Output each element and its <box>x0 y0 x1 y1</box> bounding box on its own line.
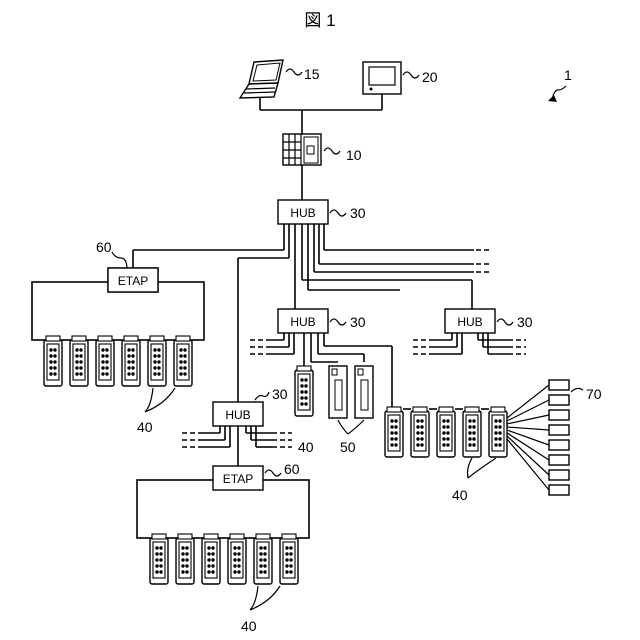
hub-right-text: HUB <box>457 315 482 329</box>
label-modules: 50 <box>340 439 356 455</box>
hub-lower-text: HUB <box>225 408 250 422</box>
label-hub-lower: 30 <box>272 386 288 402</box>
hub-mid-text: HUB <box>290 315 315 329</box>
hub-main-text: HUB <box>290 206 315 220</box>
controller-icon <box>283 134 321 165</box>
figure-title: 図 1 <box>304 11 335 30</box>
label-hub-main: 30 <box>350 205 366 221</box>
io-group-right <box>385 407 507 457</box>
device-group <box>549 380 569 495</box>
device-wires <box>507 385 549 490</box>
label-io-right: 40 <box>452 487 468 503</box>
monitor-icon <box>363 62 401 94</box>
label-controller: 10 <box>346 147 362 163</box>
label-io-single: 40 <box>298 439 314 455</box>
label-hub-right: 30 <box>517 314 533 330</box>
io-group-lower <box>150 534 298 584</box>
io-group-upper <box>44 336 192 386</box>
io-single <box>295 366 313 416</box>
label-etap-upper: 60 <box>96 239 112 255</box>
label-io-lower: 40 <box>241 618 257 634</box>
module-group <box>329 366 373 418</box>
laptop-icon <box>240 60 283 98</box>
label-monitor: 20 <box>422 69 438 85</box>
label-devices: 70 <box>586 386 602 402</box>
label-hub-mid: 30 <box>350 314 366 330</box>
label-system: 1 <box>564 67 572 83</box>
label-laptop: 15 <box>304 66 320 82</box>
etap-upper-text-front: ETAP <box>118 274 148 288</box>
label-etap-lower: 60 <box>284 461 300 477</box>
label-io-upper: 40 <box>137 419 153 435</box>
etap-lower-text: ETAP <box>223 472 253 486</box>
